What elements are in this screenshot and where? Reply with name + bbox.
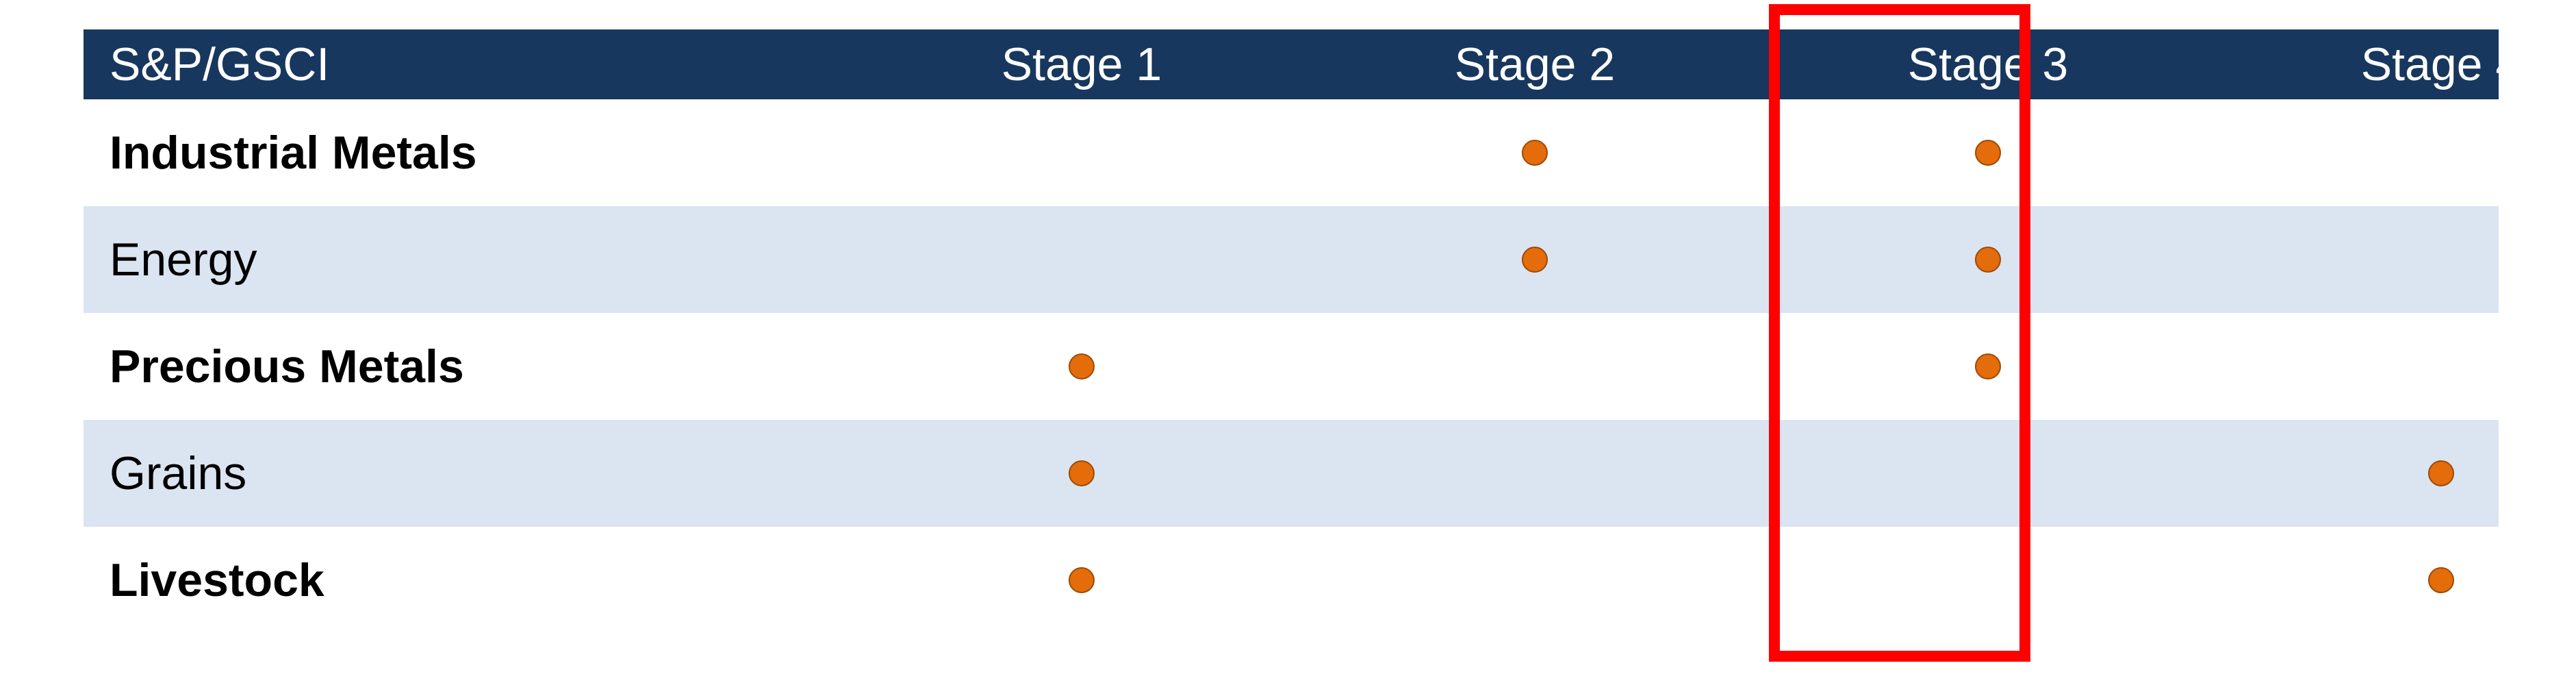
table-row: Livestock — [84, 527, 2499, 634]
stage-cell — [1308, 527, 1761, 634]
stage-cell — [855, 527, 1308, 634]
stage-marker-dot-icon — [1522, 140, 1548, 166]
table-row: Industrial Metals — [84, 99, 2499, 206]
stage-cell — [1761, 420, 2215, 527]
stage-cell — [1761, 206, 2215, 313]
table-header: S&P/GSCI Stage 1 Stage 2 Stage 3 Stage 4 — [84, 29, 2521, 99]
stage-cell — [2215, 99, 2576, 206]
table-row: Precious Metals — [84, 313, 2499, 420]
stage-cell — [1308, 313, 1761, 420]
stage-marker-dot-icon — [1975, 247, 2001, 273]
table-row: Grains — [84, 420, 2499, 527]
stage-cell — [2215, 420, 2576, 527]
row-label: Livestock — [110, 554, 324, 606]
header-title: S&P/GSCI — [110, 38, 330, 90]
stage-cell — [1308, 420, 1761, 527]
header-stage-4: Stage 4 — [2360, 38, 2522, 90]
stage-marker-dot-icon — [1069, 460, 1095, 486]
stage-cell — [855, 313, 1308, 420]
stage-marker-dot-icon — [2428, 460, 2454, 486]
stage-cell — [2215, 527, 2576, 634]
stage-cell — [1308, 206, 1761, 313]
header-stage-1: Stage 1 — [1001, 38, 1162, 90]
stage-marker-dot-icon — [1522, 247, 1548, 273]
stage-marker-dot-icon — [1069, 353, 1095, 379]
stage-cell — [2215, 206, 2576, 313]
stage-cell — [855, 206, 1308, 313]
stage-marker-dot-icon — [1975, 140, 2001, 166]
stage-cell — [855, 99, 1308, 206]
stage-marker-dot-icon — [2428, 567, 2454, 593]
stage-cell — [1308, 99, 1761, 206]
stage-table: S&P/GSCI Stage 1 Stage 2 Stage 3 Stage 4… — [84, 29, 2521, 634]
stage-marker-dot-icon — [1069, 567, 1095, 593]
stage-cell — [1761, 527, 2215, 634]
row-label: Grains — [110, 447, 247, 499]
stage-marker-dot-icon — [1975, 353, 2001, 379]
stage-cell — [1761, 313, 2215, 420]
row-label: Precious Metals — [110, 340, 464, 393]
stage-cell — [1761, 99, 2215, 206]
stage-cell — [2215, 313, 2576, 420]
header-stage-3: Stage 3 — [1907, 38, 2069, 90]
stage-cell — [855, 420, 1308, 527]
row-label: Energy — [110, 234, 257, 286]
row-label: Industrial Metals — [110, 127, 477, 179]
header-stage-2: Stage 2 — [1454, 38, 1616, 90]
table-row: Energy — [84, 206, 2499, 313]
